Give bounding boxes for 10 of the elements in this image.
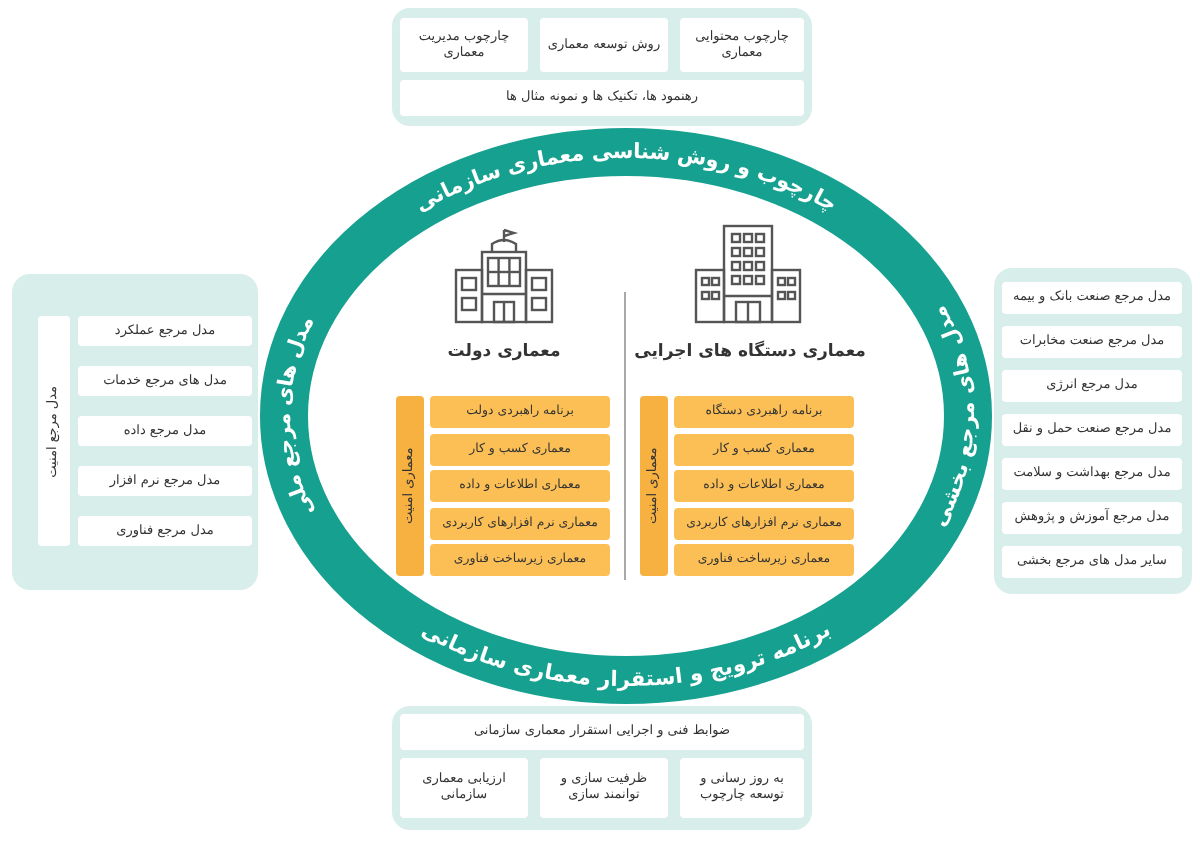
ring-label: چارچوب و روش شناسی معماری سازمانی — [411, 139, 841, 218]
column-title: معماری دولت — [445, 340, 563, 366]
panel — [994, 268, 1192, 594]
ring-label: مدل های مرجع ملی — [271, 312, 320, 520]
ring-label: برنامه ترویج و استقرار معماری سازمانی — [417, 618, 835, 693]
panel — [392, 706, 812, 830]
panel — [12, 274, 258, 590]
ring-label: مدل های مرجع بخشی — [927, 301, 981, 531]
column-title: معماری دستگاه های اجرایی — [632, 338, 868, 366]
panel — [392, 8, 812, 126]
